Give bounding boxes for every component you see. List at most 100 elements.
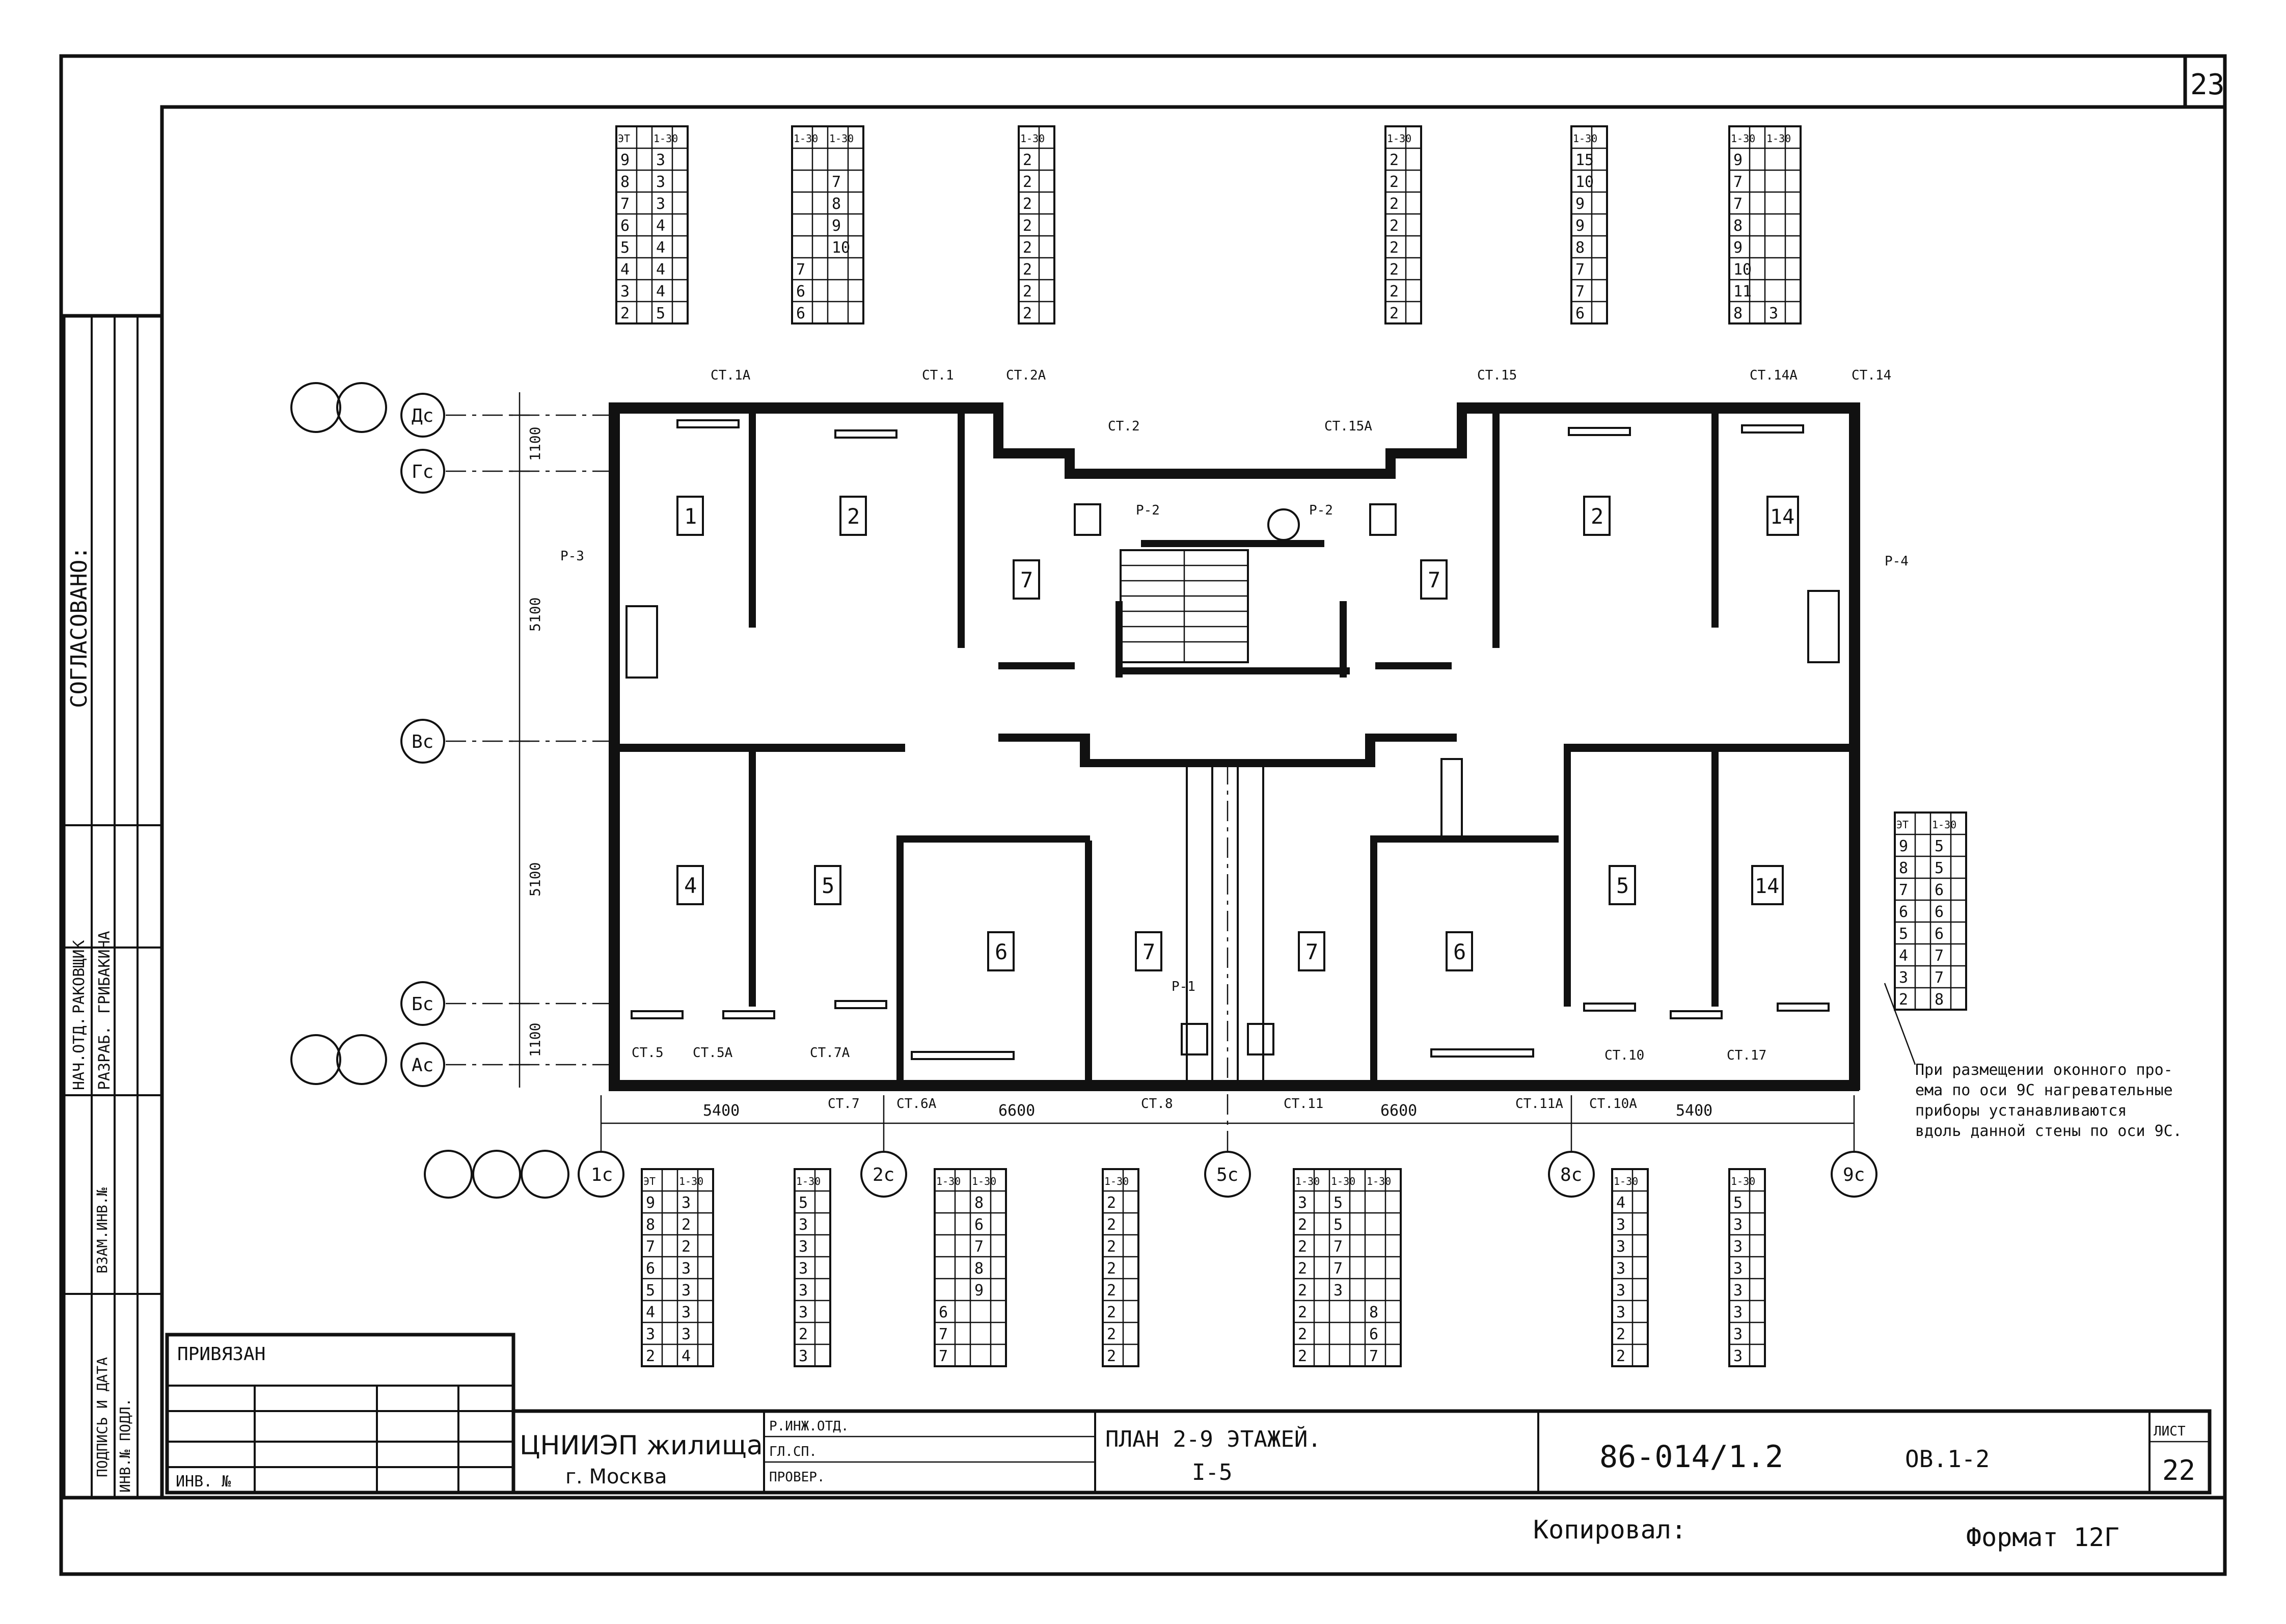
table-cell: 2	[682, 1238, 691, 1256]
table-header: ЭТ	[1896, 819, 1909, 831]
table-cell: 3	[799, 1347, 808, 1365]
table-header: 1-30	[1104, 1175, 1129, 1187]
table-cell: 2	[620, 305, 630, 322]
table-cell: 3	[656, 195, 665, 213]
table-cell: 7	[1733, 195, 1743, 213]
table-cell: 2	[1390, 151, 1399, 169]
table-cell: 15	[1575, 151, 1594, 169]
svg-text:Ас: Ас	[412, 1055, 433, 1076]
table-header: 1-30	[796, 1175, 821, 1187]
axis-grid: 1100 5100 5100 1100 5400 6600 6600 5400 …	[290, 382, 1877, 1199]
riser-label: СТ.1	[922, 368, 954, 383]
table-cell: 5	[1899, 925, 1908, 943]
table-cell: 6	[1935, 903, 1944, 921]
svg-text:2: 2	[847, 504, 860, 529]
radiator-tables: ЭТ987654321-30333444451-307661-30789101-…	[615, 125, 1967, 1367]
room-tag: 4	[676, 865, 704, 905]
table-cell: 9	[974, 1282, 984, 1300]
table-cell: 10	[832, 239, 850, 257]
table-cell: 5	[656, 305, 665, 322]
table-cell: 2	[1298, 1304, 1307, 1321]
table-header: 1-30	[829, 132, 854, 145]
table-cell: 3	[1298, 1194, 1307, 1212]
table-cell: 3	[682, 1282, 691, 1300]
room-tag: 14	[1751, 865, 1784, 905]
table-cell: 2	[1298, 1260, 1307, 1278]
room-tag: 7	[1013, 559, 1040, 600]
riser-label: СТ.2А	[1006, 368, 1046, 383]
table-cell: 4	[646, 1304, 655, 1321]
room-tag: 2	[1583, 496, 1611, 536]
outer-frame	[59, 54, 2227, 1576]
table-cell: 6	[796, 305, 805, 322]
riser-label: СТ.8	[1141, 1096, 1173, 1112]
svg-text:2с: 2с	[873, 1165, 894, 1185]
table-cell: 2	[1298, 1282, 1307, 1300]
table-cell: 2	[1107, 1347, 1116, 1365]
floor-plan	[609, 402, 1860, 1091]
svg-text:1с: 1с	[591, 1165, 613, 1185]
table-cell: 7	[1334, 1238, 1343, 1256]
table-cell: 3	[1733, 1260, 1743, 1278]
table-header: 1-30	[1367, 1175, 1391, 1187]
room-tags: 1 2 7 7 2 14 4 5 6 7 7 6 5 14	[676, 496, 1799, 971]
table-header: 1-30	[972, 1175, 996, 1187]
table-cell: 6	[1575, 305, 1585, 322]
table-cell: 4	[1616, 1194, 1625, 1212]
svg-text:4: 4	[684, 873, 697, 898]
field-3: ИНВ.№ ПОДЛ.	[117, 1398, 133, 1493]
riser-mark: Р-1	[1172, 979, 1195, 994]
table-cell: 3	[1616, 1304, 1625, 1321]
staff-2: ГЛ.СП.	[769, 1444, 817, 1459]
table-cell: 2	[1298, 1216, 1307, 1234]
table-cell: 4	[682, 1347, 691, 1365]
sheet-code: ОВ.1-2	[1905, 1445, 1990, 1473]
table-cell: 2	[1298, 1238, 1307, 1256]
inv-label: ИНВ. №	[176, 1473, 231, 1491]
table-cell: 5	[1334, 1194, 1343, 1212]
role-2: РАЗРАБ.	[96, 1026, 114, 1090]
sheet-label: ЛИСТ	[2154, 1424, 2186, 1439]
table-cell: 3	[620, 283, 630, 301]
table-cell: 7	[1733, 173, 1743, 191]
dim-v-4: 1100	[527, 1023, 543, 1057]
table-cell: 2	[1023, 283, 1032, 301]
riser-label: СТ.1А	[711, 368, 751, 383]
table-cell: 2	[1390, 239, 1399, 257]
table-cell: 5	[646, 1282, 655, 1300]
riser-label: СТ.7А	[810, 1045, 850, 1061]
page-number: 23	[2190, 68, 2224, 101]
riser-label: СТ.5	[632, 1045, 664, 1061]
axis-bubble-row-Dc: Дс	[290, 382, 445, 438]
table-header: 1-30	[1731, 1175, 1755, 1187]
room-tag: 5	[814, 865, 841, 905]
table-cell: 3	[1616, 1216, 1625, 1234]
table-cell: 9	[832, 217, 841, 235]
table-cell: 3	[1733, 1325, 1743, 1343]
table-cell: 2	[1107, 1238, 1116, 1256]
table-cell: 10	[1733, 261, 1752, 279]
table-cell: 10	[1575, 173, 1594, 191]
riser-label: СТ.5А	[693, 1045, 733, 1061]
table-header: 1-30	[1731, 132, 1755, 145]
riser-labels: СТ.1А СТ.1 СТ.2А СТ.2 СТ.15А СТ.15 СТ.14…	[560, 368, 1909, 1112]
riser-label: СТ.6А	[896, 1096, 937, 1112]
table-cell: 4	[656, 239, 665, 257]
riser-mark: Р-2	[1309, 503, 1333, 518]
riser-label: СТ.14А	[1750, 368, 1798, 383]
axis-bubble-row-Vc: Вс	[400, 719, 445, 764]
room-tag: 2	[839, 496, 867, 536]
dim-h-4: 5400	[1676, 1102, 1712, 1120]
table-cell: 3	[1769, 305, 1778, 322]
field-2: ПОДПИСЬ И ДАТА	[94, 1357, 111, 1477]
riser-mark: Р-3	[560, 549, 584, 564]
svg-text:Вс: Вс	[412, 732, 433, 752]
table-cell: 6	[1899, 903, 1908, 921]
table-cell: 4	[1899, 947, 1908, 965]
dim-v-1: 1100	[527, 427, 543, 461]
table-cell: 2	[799, 1325, 808, 1343]
table-cell: 3	[1733, 1282, 1743, 1300]
